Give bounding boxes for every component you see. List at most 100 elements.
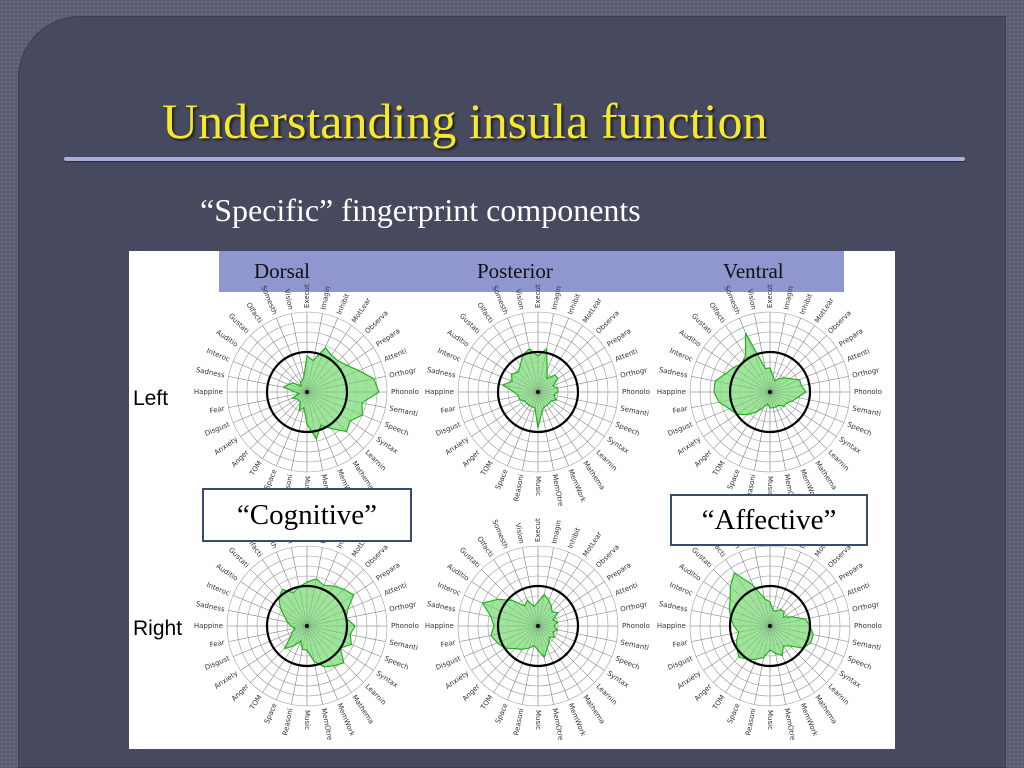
axis-label: TOM (248, 460, 264, 478)
axis-label: Music (766, 710, 774, 730)
axis-label: Anxiety (676, 669, 702, 690)
axis-label: Syntax (606, 669, 631, 689)
axis-label: Observa (595, 309, 621, 335)
center-dot (536, 624, 540, 628)
reference-circle (496, 584, 580, 668)
axis-label: Orthogr (389, 600, 417, 613)
axis-label: Music (534, 476, 542, 496)
callout-affective: “Affective” (670, 494, 868, 546)
axis-label: Mathema (350, 694, 375, 726)
axis-label: Prepara (375, 561, 402, 583)
axis-label: Space (726, 702, 742, 725)
title-divider (64, 157, 965, 161)
axis-label: Disgust (204, 654, 232, 672)
axis-label: Reasoni (512, 474, 525, 503)
axis-label: Interoc (668, 581, 694, 598)
column-header-posterior: Posterior (477, 259, 553, 283)
axis-label: Execut (303, 284, 311, 308)
axis-label: Inhibit (566, 526, 582, 550)
axis-label: Somesth (259, 284, 278, 315)
axis-label: Gustati (458, 546, 482, 570)
axis-label: Prepara (606, 561, 633, 583)
axis-label: Happine (425, 622, 454, 630)
reference-circle (265, 584, 349, 668)
axis-label: Interoc (668, 347, 694, 364)
axis-label: Auditio (445, 328, 470, 348)
axis-label: Anxiety (213, 669, 239, 690)
axis-label: Gustati (690, 312, 714, 336)
axis-label: Semanti (389, 404, 419, 418)
axis-label: Attenti (383, 581, 408, 597)
row-label-left: Left (133, 387, 169, 410)
axis-label: Music (534, 710, 542, 730)
axis-label: Disgust (435, 420, 463, 438)
axis-label: Sadness (658, 366, 689, 380)
radar-series (713, 332, 807, 416)
axis-label: Syntax (838, 669, 863, 689)
axis-label: Olfacti (475, 535, 494, 558)
axis-label: Attenti (614, 347, 639, 363)
axis-label: Fear (209, 638, 226, 649)
axis-label: Syntax (606, 435, 631, 455)
axis-label: Music (766, 476, 774, 496)
axis-label: Vision (283, 288, 295, 310)
axis-label: Gustati (227, 546, 251, 570)
axis-label: Learnin (595, 449, 619, 473)
axis-label: Happine (657, 622, 686, 630)
axis-label: Phonolo (391, 388, 419, 396)
axis-label: Attenti (846, 347, 871, 363)
axis-label: Fear (672, 404, 689, 415)
axis-label: Inhibit (798, 292, 814, 316)
slide-subtitle: “Specific” fingerprint components (200, 192, 641, 228)
axis-label: Mathema (581, 694, 606, 726)
axis-label: MemWork (566, 468, 587, 504)
axis-label: Prepara (838, 327, 865, 349)
axis-label: Mathema (350, 460, 375, 492)
axis-label: Reasoni (281, 708, 294, 737)
axis-label: Gustati (227, 312, 251, 336)
axis-label: Auditio (445, 562, 470, 582)
axis-label: Gustati (690, 546, 714, 570)
axis-label: TOM (711, 460, 727, 478)
axis-label: MemOtre (782, 708, 796, 741)
axis-label: Fear (440, 638, 457, 649)
axis-label: Happine (194, 622, 223, 630)
axis-label: Anxiety (213, 435, 239, 456)
axis-label: Disgust (667, 420, 695, 438)
axis-label: Anger (230, 682, 250, 702)
axis-label: TOM (479, 694, 495, 712)
axis-label: MotLear (581, 530, 603, 558)
axis-label: Phonolo (622, 622, 650, 630)
axis-label: Fear (209, 404, 226, 415)
axis-label: MotLear (350, 296, 372, 324)
axis-label: Syntax (375, 669, 400, 689)
axis-label: Vision (514, 522, 526, 544)
axis-label: MemOtre (319, 708, 333, 741)
axis-label: Sadness (195, 600, 226, 614)
axis-label: Speech (614, 420, 641, 437)
axis-label: Imagin (319, 285, 332, 310)
axis-label: Orthogr (620, 600, 648, 613)
axis-label: Phonolo (622, 388, 650, 396)
axis-label: Auditio (677, 562, 702, 582)
axis-label: Interoc (436, 581, 462, 598)
axis-label: TOM (248, 694, 264, 712)
axis-label: Mathema (813, 460, 838, 492)
reference-circle (496, 350, 580, 434)
axis-label: Attenti (846, 581, 871, 597)
axis-label: MemWork (566, 702, 587, 738)
axis-label: Speech (846, 420, 873, 437)
axis-label: Sadness (426, 366, 457, 380)
axis-label: Anger (693, 682, 713, 702)
axis-label: Space (494, 702, 510, 725)
axis-label: Gustati (458, 312, 482, 336)
axis-label: TOM (479, 460, 495, 478)
axis-label: Orthogr (620, 366, 648, 379)
axis-label: MemOtre (550, 474, 564, 507)
axis-label: Semanti (620, 638, 650, 652)
center-dot (768, 624, 772, 628)
axis-label: Fear (672, 638, 689, 649)
